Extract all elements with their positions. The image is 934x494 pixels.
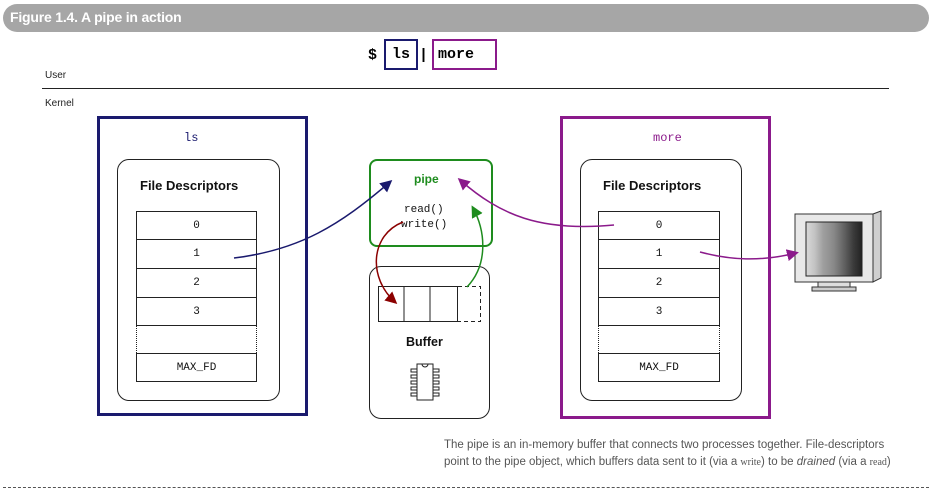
- caption-line-1: The pipe is an in-memory buffer that con…: [444, 439, 885, 451]
- more-fd-max: MAX_FD: [598, 353, 720, 382]
- ls-fd-gap: [136, 325, 257, 353]
- more-fd-gap: [598, 325, 720, 353]
- caption-line-2: point to the pipe object, which buffers …: [444, 454, 932, 471]
- chip-icon: [410, 362, 440, 402]
- more-command: more: [438, 46, 475, 63]
- more-process-box: [560, 116, 771, 419]
- pipe-label: pipe: [414, 172, 439, 186]
- caption-text: ) to be: [760, 456, 797, 468]
- caption-text: point to the pipe object, which buffers …: [444, 456, 741, 468]
- footer-divider: [3, 487, 929, 488]
- pipe-write-method: write(): [401, 219, 448, 231]
- shell-prompt: $: [368, 47, 378, 64]
- figure-header-bar: [3, 4, 929, 32]
- more-fd-title: File Descriptors: [603, 178, 702, 193]
- ls-process-label: ls: [184, 131, 199, 145]
- user-space-label: User: [45, 70, 67, 81]
- more-command-box: more: [432, 39, 497, 70]
- ls-command-box: ls: [384, 39, 418, 70]
- caption-read-term: read: [869, 457, 887, 468]
- ls-process-box: [97, 116, 308, 416]
- caption-write-term: write: [740, 457, 761, 468]
- read-from-buffer-arrow: [375, 221, 404, 304]
- write-to-buffer-arrow: [466, 205, 484, 288]
- ls-fd-title: File Descriptors: [140, 178, 239, 193]
- buffer-label: Buffer: [406, 335, 443, 349]
- more-process-label: more: [653, 131, 682, 145]
- ls-fd-max: MAX_FD: [136, 353, 257, 382]
- more-fd1-to-monitor-arrow: [699, 249, 799, 262]
- ls-command: ls: [391, 46, 410, 63]
- pipe-symbol: |: [419, 47, 429, 64]
- figure-caption: The pipe is an in-memory buffer that con…: [444, 437, 932, 471]
- more-fd0-to-pipe-arrow: [457, 178, 615, 228]
- kernel-space-label: Kernel: [45, 98, 74, 109]
- caption-text: ): [886, 456, 891, 468]
- caption-text: (via a: [835, 456, 870, 468]
- ls-fd1-to-pipe-arrow: [233, 180, 393, 259]
- pipe-read-method: read(): [404, 204, 444, 216]
- more-fd-3: 3: [598, 297, 720, 326]
- caption-drained-term: drained: [796, 456, 836, 468]
- user-kernel-divider: [42, 88, 889, 89]
- figure-title: Figure 1.4. A pipe in action: [10, 9, 182, 25]
- ls-fd-3: 3: [136, 297, 257, 326]
- monitor-icon: [794, 210, 882, 292]
- ls-fd-1: 1: [136, 239, 257, 269]
